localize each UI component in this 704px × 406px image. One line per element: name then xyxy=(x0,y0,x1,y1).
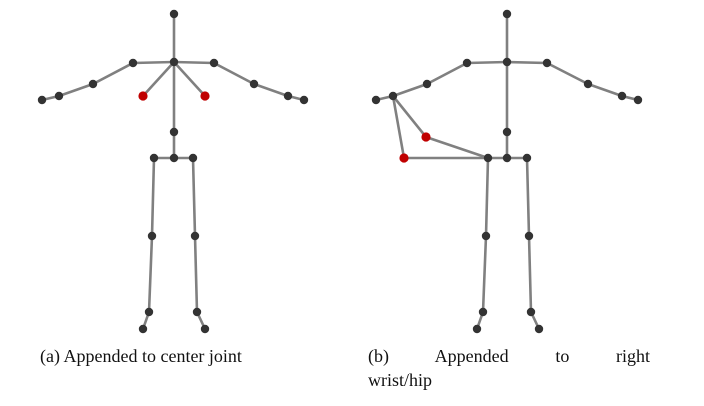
bone xyxy=(527,234,533,314)
joint-head xyxy=(169,9,179,19)
bone xyxy=(91,61,135,86)
bone xyxy=(191,156,197,238)
bone xyxy=(150,156,156,238)
joint-left-wrist xyxy=(388,91,398,101)
joint-pelvis xyxy=(169,153,179,163)
joint-right-shoulder xyxy=(209,58,219,68)
joint-spine xyxy=(502,127,512,137)
joint-left-hip xyxy=(483,153,493,163)
joint-left-wrist xyxy=(54,91,64,101)
bone xyxy=(481,234,488,314)
bone xyxy=(391,94,428,139)
joint-neck xyxy=(169,57,179,67)
joint-right-hip xyxy=(188,153,198,163)
joint-right-ankle xyxy=(192,307,202,317)
bone xyxy=(193,234,199,314)
joint-left-foot xyxy=(138,324,148,334)
bone xyxy=(252,82,290,98)
joint-right-elbow xyxy=(249,79,259,89)
joint-right-foot xyxy=(200,324,210,334)
appended-joint xyxy=(138,91,148,101)
joint-left-elbow xyxy=(88,79,98,89)
caption-b-line2: wrist/hip xyxy=(368,370,433,390)
joint-left-shoulder xyxy=(462,58,472,68)
bone xyxy=(172,60,207,98)
joint-left-knee xyxy=(147,231,157,241)
joint-left-hand xyxy=(371,95,381,105)
joint-right-knee xyxy=(190,231,200,241)
joint-right-wrist xyxy=(283,91,293,101)
joint-right-hip xyxy=(522,153,532,163)
joint-left-hip xyxy=(149,153,159,163)
skeleton-b-joints xyxy=(371,9,643,334)
joint-right-hand xyxy=(299,95,309,105)
bone xyxy=(586,82,624,98)
joint-right-elbow xyxy=(583,79,593,89)
joint-spine xyxy=(169,127,179,137)
joint-right-shoulder xyxy=(542,58,552,68)
bone xyxy=(391,94,406,160)
bone xyxy=(391,82,429,98)
skeleton-a-joints xyxy=(37,9,309,334)
joint-left-ankle xyxy=(478,307,488,317)
bone xyxy=(172,60,216,65)
joint-left-shoulder xyxy=(128,58,138,68)
appended-joint xyxy=(200,91,210,101)
bone xyxy=(505,60,549,65)
bone xyxy=(57,82,95,98)
joint-left-elbow xyxy=(422,79,432,89)
bone xyxy=(141,60,176,98)
bone xyxy=(484,156,490,238)
joint-right-ankle xyxy=(526,307,536,317)
joint-left-ankle xyxy=(144,307,154,317)
bone xyxy=(545,61,590,86)
bone xyxy=(131,60,176,65)
joint-right-knee xyxy=(524,231,534,241)
caption-b: (b) Appended to right xyxy=(368,346,650,366)
appended-joint xyxy=(399,153,409,163)
bone xyxy=(212,61,256,86)
appended-joint xyxy=(421,132,431,142)
joint-right-foot xyxy=(534,324,544,334)
joint-right-wrist xyxy=(617,91,627,101)
joint-neck xyxy=(502,57,512,67)
skeleton-a xyxy=(37,9,309,334)
caption-a: (a) Appended to center joint xyxy=(40,346,242,366)
bone xyxy=(424,135,490,160)
bone xyxy=(147,234,154,314)
joint-left-foot xyxy=(472,324,482,334)
joint-left-hand xyxy=(37,95,47,105)
bone xyxy=(465,60,509,65)
bone xyxy=(525,156,531,238)
bone xyxy=(425,61,469,86)
joint-left-knee xyxy=(481,231,491,241)
skeleton-b xyxy=(371,9,643,334)
joint-pelvis xyxy=(502,153,512,163)
joint-head xyxy=(502,9,512,19)
joint-right-hand xyxy=(633,95,643,105)
